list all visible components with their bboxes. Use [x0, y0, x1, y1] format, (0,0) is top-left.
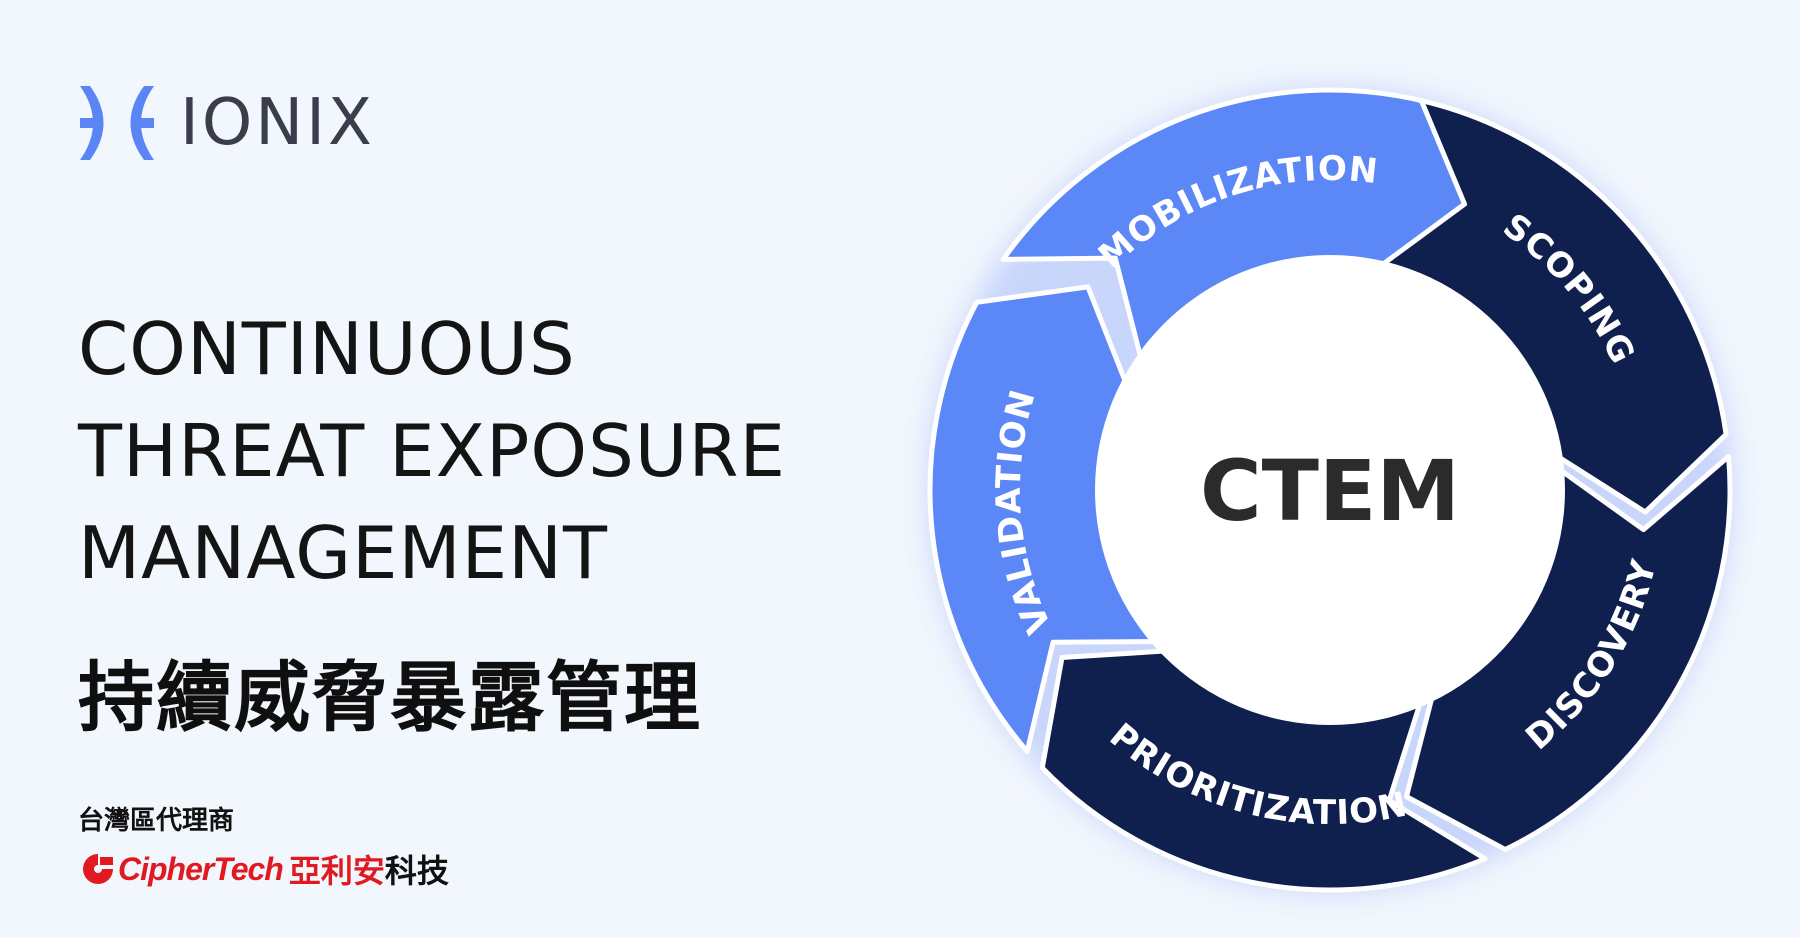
ctem-cycle-svg: MOBILIZATIONSCOPINGDISCOVERYPRIORITIZATI… [927, 87, 1733, 893]
partner-logo: CipherTech 亞利安 科技 [80, 846, 449, 892]
ciphertech-logo-icon [83, 854, 113, 884]
headline-line: THREAT EXPOSURE [78, 409, 786, 493]
headline-line: CONTINUOUS [78, 307, 576, 391]
headline-chinese: 持續威脅暴露管理 [78, 653, 702, 742]
brand-name: IONIX [180, 86, 375, 160]
headline-line: MANAGEMENT [78, 511, 608, 595]
cycle-center-label: CTEM [1200, 442, 1460, 540]
partner-name-zh-highlight: 亞利安 [288, 852, 385, 890]
brand-logo: IONIX [76, 80, 375, 166]
partner-name-zh: 科技 [384, 852, 449, 890]
ionix-logo-icon [80, 86, 154, 160]
headline: CONTINUOUS THREAT EXPOSURE MANAGEMENT [78, 298, 786, 604]
distributor-label: 台灣區代理商 [78, 806, 235, 836]
cycle-center-disc [1095, 255, 1565, 725]
partner-name-en: CipherTech [118, 850, 284, 888]
partner-name-suffix: Tech [213, 850, 283, 887]
partner-name-prefix: Cipher [118, 850, 214, 887]
